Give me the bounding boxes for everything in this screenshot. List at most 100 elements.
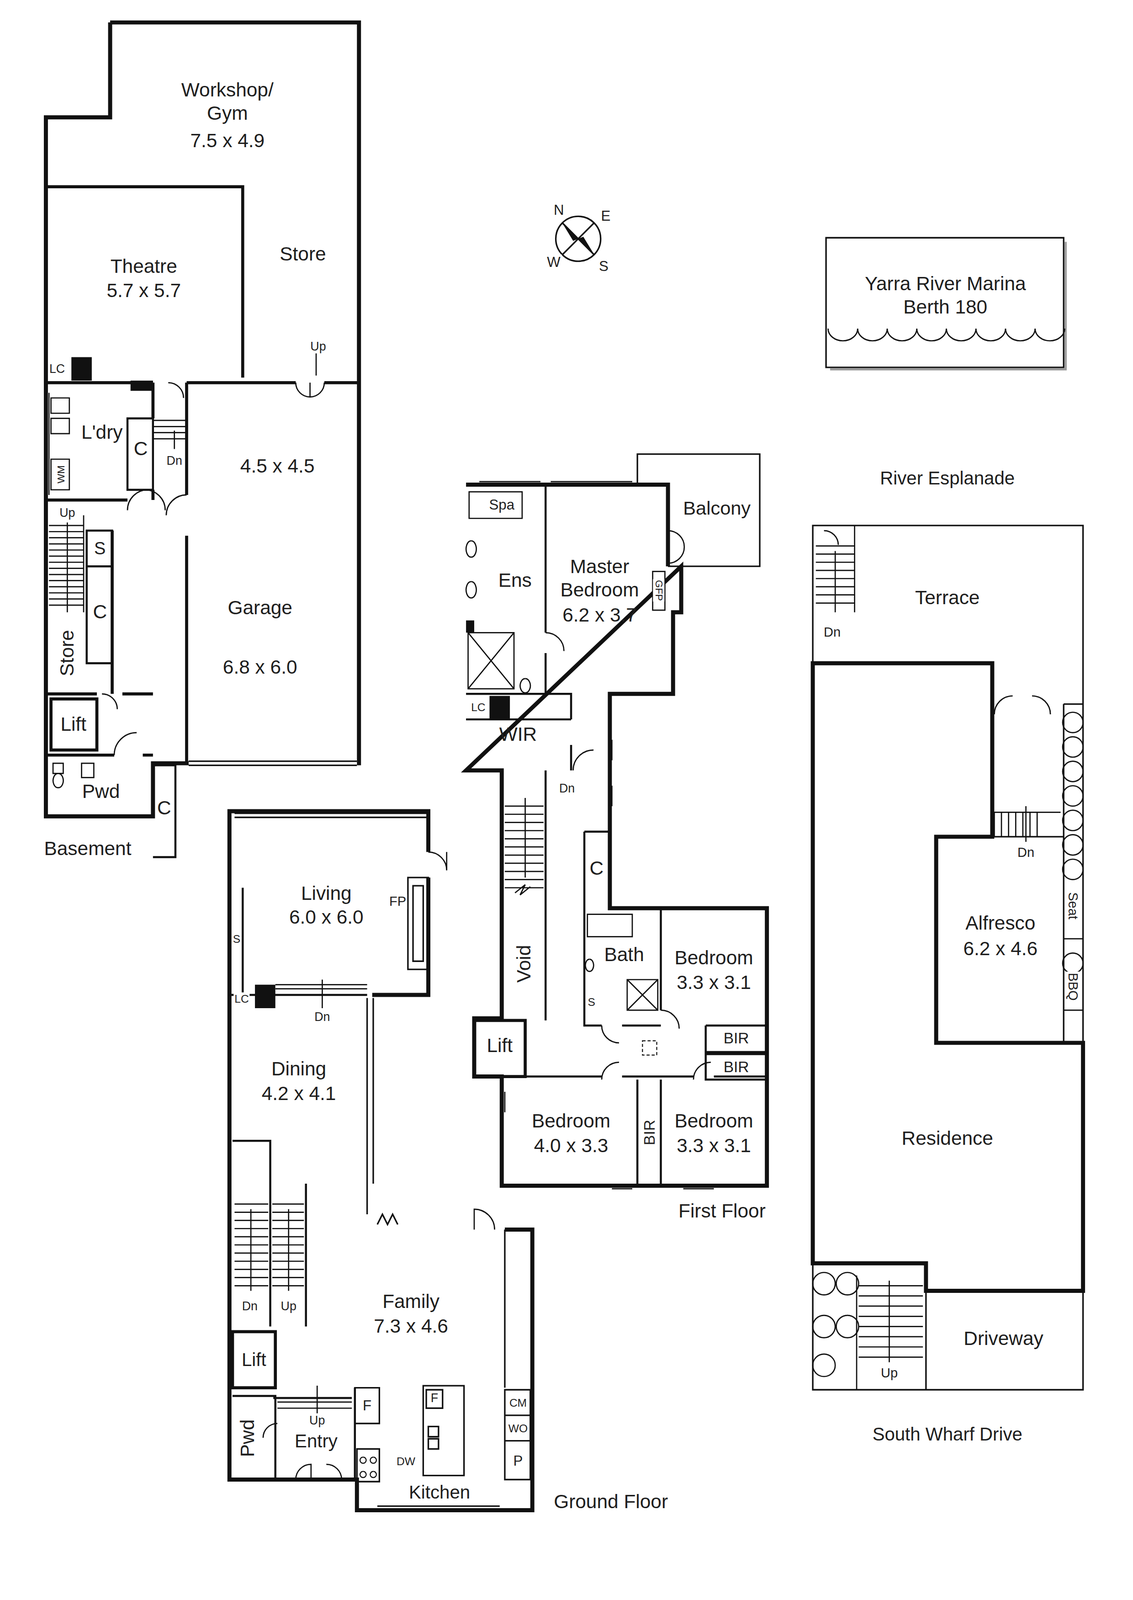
plan-annotation: Up	[879, 1365, 900, 1381]
room-name: L'dry	[81, 420, 123, 445]
bir-divider	[705, 1050, 768, 1055]
plan-annotation: N	[552, 202, 566, 218]
room-name: C	[589, 856, 604, 880]
marina-shadow	[830, 241, 1066, 370]
room: Lift	[474, 1019, 526, 1076]
plan-annotation: DW	[395, 1454, 417, 1467]
plan-annotation: P	[512, 1452, 525, 1468]
plan-annotation: LC	[233, 992, 250, 1005]
inner-wall	[229, 887, 367, 1480]
room-dimension: 7.3 x 4.6	[373, 1313, 449, 1338]
room-dimension: 6.2 x 3.7	[562, 603, 637, 627]
plan-annotation: Dn	[1016, 845, 1036, 860]
plan-annotation: S	[587, 995, 597, 1008]
room: BIR	[637, 1079, 661, 1186]
floor-outline: BasementWorkshop/ Gym7.5 x 4.9Theatre5.7…	[45, 22, 359, 857]
room: Bedroom3.3 x 3.1	[660, 1079, 767, 1186]
plan-annotation: Seat	[1065, 890, 1081, 921]
room: C	[86, 566, 113, 663]
kitchen-joinery	[354, 1385, 531, 1482]
room: Lift	[51, 698, 97, 750]
room-name: C	[133, 437, 149, 461]
room: C	[584, 831, 610, 908]
room-name: Balcony	[682, 496, 751, 520]
room: WIR	[465, 719, 572, 771]
plan-annotation: WM	[55, 464, 68, 484]
marina-box	[825, 237, 1064, 368]
plan-annotation: Up	[279, 1299, 298, 1314]
stair-treads	[48, 420, 187, 613]
room-name: Living	[301, 881, 352, 906]
compass	[555, 216, 601, 261]
inner-wall	[45, 186, 359, 764]
window	[479, 481, 714, 1189]
plan-annotation: Dn	[558, 781, 577, 795]
plan-annotation: E	[599, 208, 612, 224]
plan-annotation: Dn	[241, 1299, 260, 1314]
stair-treads	[504, 797, 544, 895]
room-dimension: 4.2 x 4.1	[261, 1081, 337, 1105]
room: Bedroom3.3 x 3.1	[660, 907, 767, 1026]
room: Ens	[469, 525, 546, 633]
room-name: WIR	[499, 722, 537, 747]
area-label: Kitchen	[407, 1482, 472, 1503]
room-name: Store	[55, 629, 80, 676]
plan-annotation: LC	[470, 700, 487, 713]
room-name: Workshop/ Gym	[176, 78, 279, 126]
room-name: Alfresco	[965, 911, 1036, 935]
room-name: Driveway	[963, 1326, 1043, 1350]
plan-annotation: Up	[58, 506, 77, 520]
room-name: Pwd	[82, 779, 121, 804]
room-name: Store	[279, 242, 326, 266]
plan-annotation: F	[361, 1397, 373, 1414]
floor-heading: Ground Floor	[553, 1489, 668, 1513]
plan-annotation: Up	[309, 339, 328, 354]
room-name: Ens	[498, 568, 532, 593]
room-name: C	[92, 600, 107, 624]
room-dimension: 7.5 x 4.9	[190, 129, 265, 153]
fireplace	[652, 571, 666, 610]
room: Residence	[812, 1050, 1084, 1263]
room: Dining4.2 x 4.1	[232, 1009, 368, 1138]
lift-control-box	[254, 984, 276, 1008]
room-name: Garage	[227, 596, 292, 620]
room: Alfresco6.2 x 4.6	[936, 836, 1064, 1043]
area-label: South Wharf Drive	[870, 1423, 1024, 1444]
bathroom-fixtures	[465, 491, 658, 1010]
plan-annotation: Dn	[165, 454, 184, 468]
room: Garage 6.8 x 6.0	[186, 382, 359, 763]
plan-annotation: W	[545, 254, 562, 270]
room: Driveway	[926, 1290, 1084, 1390]
room-dimension: 5.7 x 5.7	[106, 279, 181, 303]
room-name: Lift	[60, 712, 87, 736]
plan-annotation: F	[429, 1391, 440, 1405]
lift-control-box	[489, 695, 510, 720]
room: Terrace	[856, 525, 1084, 663]
wall-column	[465, 620, 475, 633]
lift-shaft	[232, 1331, 276, 1388]
room: Master Bedroom6.2 x 3.7	[545, 484, 668, 694]
room-name: Master Bedroom	[553, 555, 646, 602]
room: Store	[242, 186, 359, 383]
room: C	[153, 764, 176, 857]
room-name: Dining	[271, 1057, 327, 1081]
lift-control-box	[71, 356, 92, 381]
balcony-edge	[637, 454, 760, 567]
plan-annotation: S	[232, 931, 242, 945]
outer-wall	[45, 22, 359, 816]
room: C	[127, 418, 154, 490]
plan-annotation: CM	[508, 1396, 528, 1409]
floor-outline: Ground FloorLiving6.0 x 6.0Dining4.2 x 4…	[229, 810, 536, 1510]
room: BIR	[705, 1024, 768, 1052]
room-dimension: 6.8 x 6.0	[222, 655, 298, 679]
room: Pwd	[45, 754, 153, 816]
plan-annotation: Spa	[487, 497, 516, 513]
floor-heading: First Floor	[678, 1198, 766, 1223]
room-name: BIR	[723, 1028, 750, 1048]
room: Yarra River Marina Berth 180	[825, 237, 1064, 367]
water-waves	[828, 328, 1065, 341]
room: Store	[48, 611, 86, 694]
room: Void	[501, 897, 546, 1020]
plan-annotation: S	[598, 258, 610, 274]
